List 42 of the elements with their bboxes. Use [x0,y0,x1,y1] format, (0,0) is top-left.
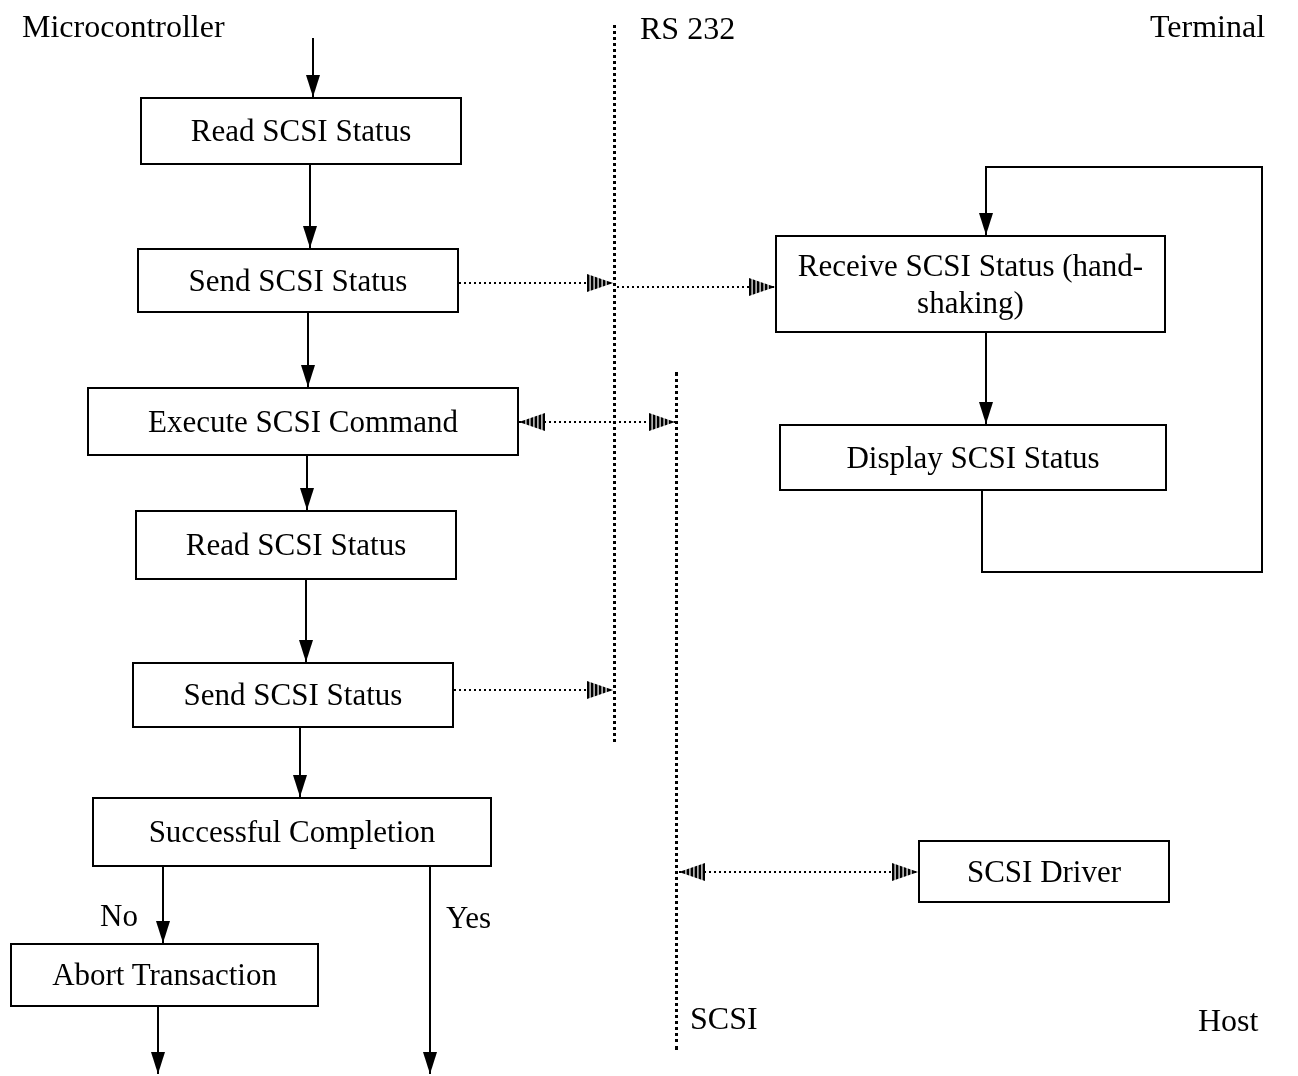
bus-line [675,372,679,1050]
arrow [306,37,320,98]
signal-arrow [678,862,919,882]
box-label: Read SCSI Status [185,526,407,564]
box-label: Send SCSI Status [188,261,408,300]
process-box [135,510,457,580]
process-box [137,248,459,313]
signal-arrow [518,412,676,432]
box-label: Execute SCSI Command [148,402,458,441]
arrow [293,727,307,798]
arrow [423,866,437,1075]
arrow [979,166,1263,573]
column-heading: Microcontroller [22,8,225,45]
box-label: Read SCSI Status [190,112,412,150]
box-label: Send SCSI Status [183,676,403,714]
process-box [87,387,519,456]
process-box [779,424,1167,491]
signal-arrow [616,277,776,297]
column-heading: Host [1198,1002,1259,1039]
box-label: Abort Transaction [52,956,277,994]
bus-label: SCSI [690,1000,758,1037]
process-box [132,662,454,728]
arrow [303,164,317,249]
box-label: Display SCSI Status [846,438,1100,477]
process-box [10,943,319,1007]
arrow [299,579,313,663]
box-label: Successful Completion [148,813,436,851]
box-label: Receive SCSI Status (hand-shaking) [796,246,1145,322]
arrow [979,332,993,425]
column-heading: Terminal [1150,8,1266,45]
arrow [156,866,170,944]
process-box [775,235,1166,333]
box-label: SCSI Driver [966,852,1122,891]
bus-line [613,25,617,742]
bus-label: RS 232 [640,10,736,47]
arrow [300,455,314,511]
arrow [301,312,315,388]
process-box [918,840,1170,903]
process-box [92,797,492,867]
process-box [140,97,462,165]
arrow [151,1006,165,1075]
signal-arrow [458,273,614,293]
